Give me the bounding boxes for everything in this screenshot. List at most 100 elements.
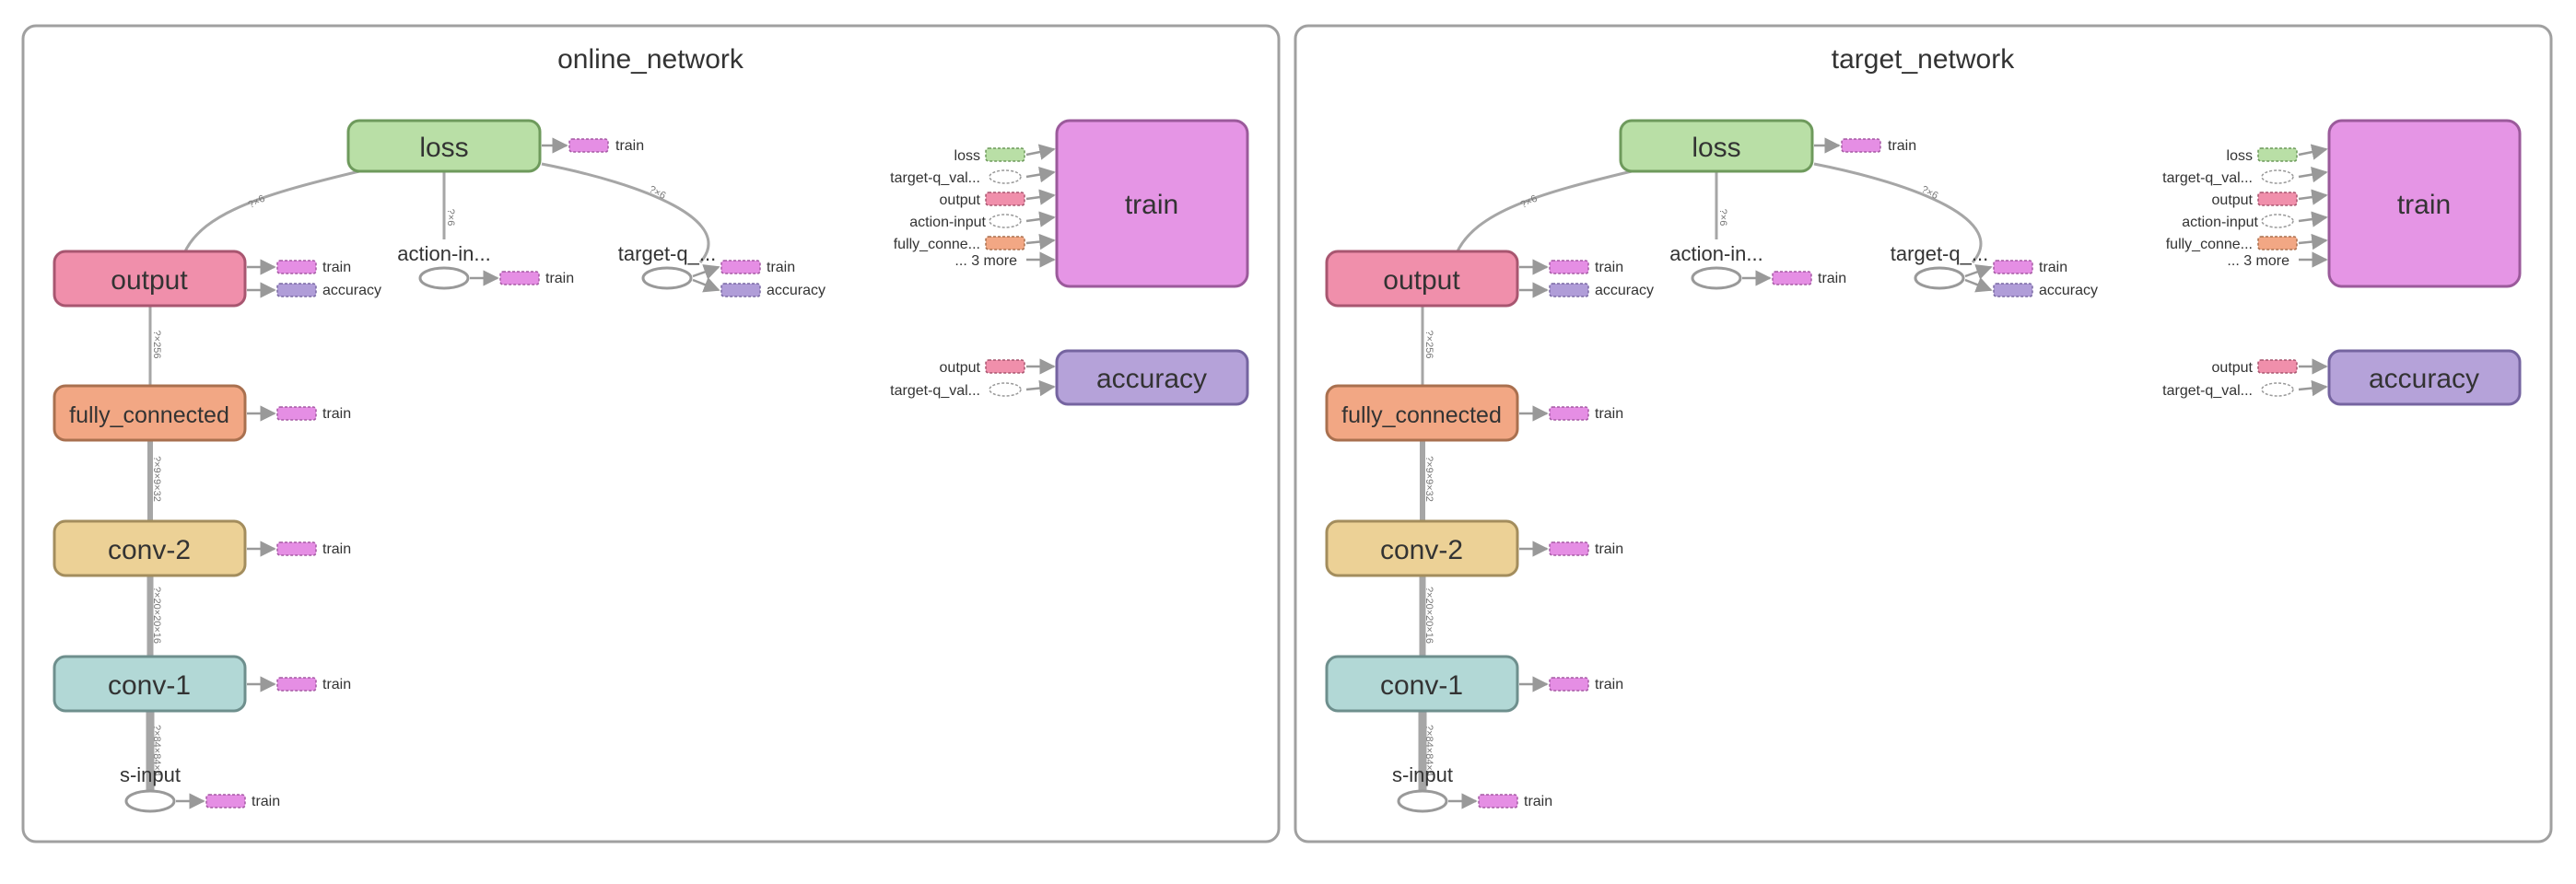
panel-title: online_network: [557, 44, 744, 75]
accuracy-input-label: output: [2212, 360, 2254, 376]
aux-train[interactable]: train: [1549, 541, 1623, 557]
aux-train[interactable]: train: [1841, 138, 1916, 154]
aux-label: train: [1524, 794, 1552, 809]
aux-train[interactable]: train: [1549, 677, 1623, 692]
aux-train[interactable]: train: [568, 138, 644, 154]
aux-label: accuracy: [2039, 283, 2098, 298]
node-label: s-input: [1392, 763, 1453, 786]
aux-accuracy[interactable]: accuracy: [720, 283, 825, 298]
edge-target-loss: [1813, 162, 1983, 263]
node-loss[interactable]: loss: [1619, 119, 1814, 173]
train-input-label: output: [2212, 192, 2254, 208]
node-label: train: [1125, 190, 1178, 220]
aux-label: train: [322, 677, 351, 692]
edge-label: ?×9×9×32: [151, 456, 162, 502]
edge-label: ?×20×20×16: [1423, 587, 1434, 644]
aux-label: train: [545, 271, 574, 286]
node-accuracy[interactable]: accuracy: [2327, 349, 2522, 406]
node-target-q[interactable]: target-q_...: [1891, 242, 1988, 290]
train-input-label: action-input: [909, 215, 986, 230]
aux-train[interactable]: train: [1549, 260, 1623, 275]
aux-train[interactable]: train: [276, 406, 351, 422]
node-output[interactable]: output: [53, 250, 247, 308]
aux-label: train: [322, 406, 351, 422]
accuracy-input-label: target-q_val...: [2162, 383, 2253, 399]
node-conv-1[interactable]: conv-1: [53, 655, 247, 713]
aux-accuracy[interactable]: accuracy: [1549, 283, 1654, 298]
panel-frame: [1294, 24, 2553, 843]
aux-label: train: [1888, 138, 1916, 154]
node-output[interactable]: output: [1325, 250, 1519, 308]
train-input-label: loss: [954, 148, 980, 164]
node-label: conv-2: [1380, 535, 1463, 565]
aux-accuracy[interactable]: accuracy: [276, 283, 381, 298]
node-label: output: [1383, 265, 1460, 296]
aux-train[interactable]: train: [276, 541, 351, 557]
node-conv-2[interactable]: conv-2: [1325, 519, 1519, 577]
edge-target-loss: [541, 162, 710, 263]
edge-label: ?×20×20×16: [151, 587, 162, 644]
aux-train[interactable]: train: [276, 260, 351, 275]
edge-label: ?×256: [1423, 331, 1434, 359]
node-fully-connected[interactable]: fully_connected: [53, 384, 247, 442]
aux-label: accuracy: [767, 283, 825, 298]
node-conv-2[interactable]: conv-2: [53, 519, 247, 577]
train-input-label: target-q_val...: [890, 170, 980, 186]
aux-train[interactable]: train: [499, 271, 574, 286]
node-label: fully_connected: [69, 402, 229, 428]
train-input-label: fully_conne...: [894, 237, 980, 252]
aux-accuracy[interactable]: accuracy: [1993, 283, 2098, 298]
node-train[interactable]: train: [2327, 119, 2522, 288]
node-label: conv-2: [108, 535, 191, 565]
node-accuracy[interactable]: accuracy: [1055, 349, 1249, 406]
node-action-input[interactable]: action-in...: [397, 242, 491, 290]
aux-label: train: [1818, 271, 1846, 286]
aux-label: train: [767, 260, 795, 275]
node-s-input[interactable]: s-input: [120, 763, 181, 813]
edges: [146, 162, 710, 792]
train-input-label: loss: [2227, 148, 2253, 164]
train-input-label: fully_conne...: [2166, 237, 2253, 252]
aux-train[interactable]: train: [1772, 271, 1846, 286]
edge-label: ?×256: [151, 331, 162, 359]
node-label: conv-1: [1380, 670, 1463, 701]
node-fully-connected[interactable]: fully_connected: [1325, 384, 1519, 442]
node-label: loss: [419, 133, 468, 163]
accuracy-input-label: output: [940, 360, 981, 376]
train-input-label: ... 3 more: [2227, 253, 2289, 269]
node-label: fully_connected: [1341, 402, 1502, 428]
edge-output-loss: [182, 169, 360, 254]
edge-output-loss: [1455, 169, 1633, 254]
train-input-label: target-q_val...: [2162, 170, 2253, 186]
aux-train[interactable]: train: [1478, 794, 1552, 809]
aux-train[interactable]: train: [205, 794, 280, 809]
edge-label: ?×84×84×4: [1423, 725, 1434, 776]
aux-label: accuracy: [322, 283, 381, 298]
aux-label: train: [322, 541, 351, 557]
node-label: action-in...: [1669, 242, 1763, 265]
node-action-input[interactable]: action-in...: [1669, 242, 1763, 290]
node-train[interactable]: train: [1055, 119, 1249, 288]
train-input-label: action-input: [2182, 215, 2258, 230]
node-loss[interactable]: loss: [346, 119, 542, 173]
node-s-input[interactable]: s-input: [1392, 763, 1453, 813]
panel-frame: [21, 24, 1281, 843]
train-input-label: ... 3 more: [954, 253, 1017, 269]
aux-label: train: [615, 138, 644, 154]
aux-train[interactable]: train: [1549, 406, 1623, 422]
aux-train[interactable]: train: [720, 260, 795, 275]
node-target-q[interactable]: target-q_...: [618, 242, 716, 290]
node-conv-1[interactable]: conv-1: [1325, 655, 1519, 713]
aux-label: train: [2039, 260, 2067, 275]
edges: [1418, 162, 1983, 792]
aux-label: accuracy: [1595, 283, 1654, 298]
aux-train[interactable]: train: [1993, 260, 2067, 275]
edge-label: ?×6: [1717, 209, 1728, 227]
panel-target-network: target_network ?×6 ?×6 ?×6 ?×256 ?×9×9×3…: [1294, 24, 2553, 843]
panel-online-network: online_network ?×6 ?×6 ?×6 ?×256 ?×9×9×3…: [21, 24, 1281, 843]
train-inputs: loss target-q_val... output action-input…: [890, 144, 1056, 269]
aux-train[interactable]: train: [276, 677, 351, 692]
node-label: target-q_...: [618, 242, 716, 265]
aux-label: train: [1595, 260, 1623, 275]
